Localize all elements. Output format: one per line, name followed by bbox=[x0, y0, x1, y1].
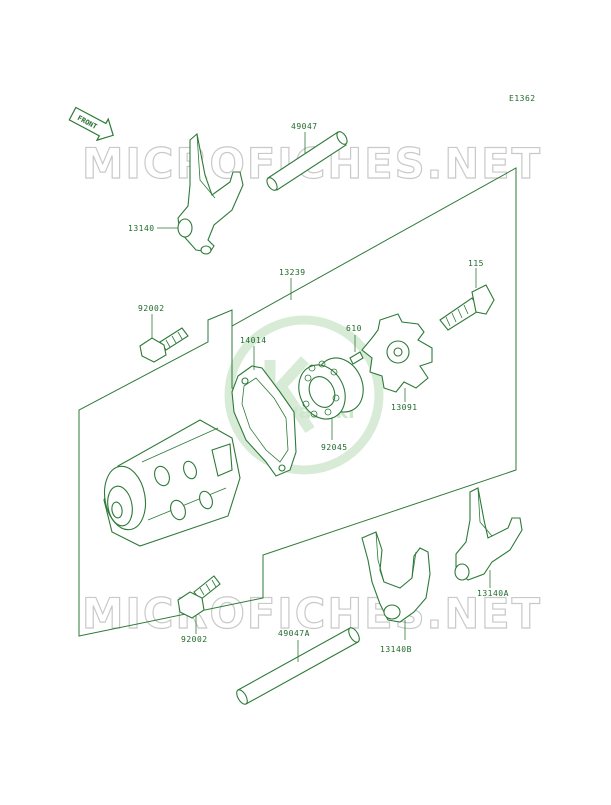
ball-bearing bbox=[298, 357, 364, 420]
shift-drum bbox=[103, 419, 241, 547]
gasket-plate bbox=[231, 365, 297, 477]
label-13140: 13140 bbox=[128, 224, 155, 233]
front-arrow-icon: FRONT bbox=[68, 106, 114, 142]
label-49047: 49047 bbox=[291, 122, 318, 131]
label-13091: 13091 bbox=[391, 403, 418, 412]
shift-fork-top bbox=[177, 132, 244, 255]
shift-fork-right bbox=[454, 487, 523, 581]
diagram-code: E1362 bbox=[509, 94, 536, 103]
drum-cam bbox=[361, 313, 433, 393]
label-92002-top: 92002 bbox=[138, 304, 165, 313]
bolt-left-bottom bbox=[177, 575, 221, 619]
shift-fork-bottom bbox=[361, 531, 431, 623]
label-610: 610 bbox=[346, 324, 362, 333]
label-14014: 14014 bbox=[240, 336, 267, 345]
bolt-left-top bbox=[139, 327, 189, 363]
shift-rod-bottom bbox=[236, 627, 360, 705]
assembly-boundary bbox=[78, 167, 517, 637]
shift-rod-top bbox=[266, 131, 348, 191]
bolt-right bbox=[439, 284, 495, 331]
dowel-pin bbox=[349, 351, 364, 365]
label-92045: 92045 bbox=[321, 443, 348, 452]
watermark-bottom: MICROFICHES.NET bbox=[82, 589, 542, 638]
label-13140A: 13140A bbox=[477, 589, 509, 598]
label-92002-bottom: 92002 bbox=[181, 635, 208, 644]
label-115: 115 bbox=[468, 259, 484, 268]
label-13140B: 13140B bbox=[380, 645, 412, 654]
label-49047A: 49047A bbox=[278, 629, 310, 638]
label-13239: 13239 bbox=[279, 268, 306, 277]
